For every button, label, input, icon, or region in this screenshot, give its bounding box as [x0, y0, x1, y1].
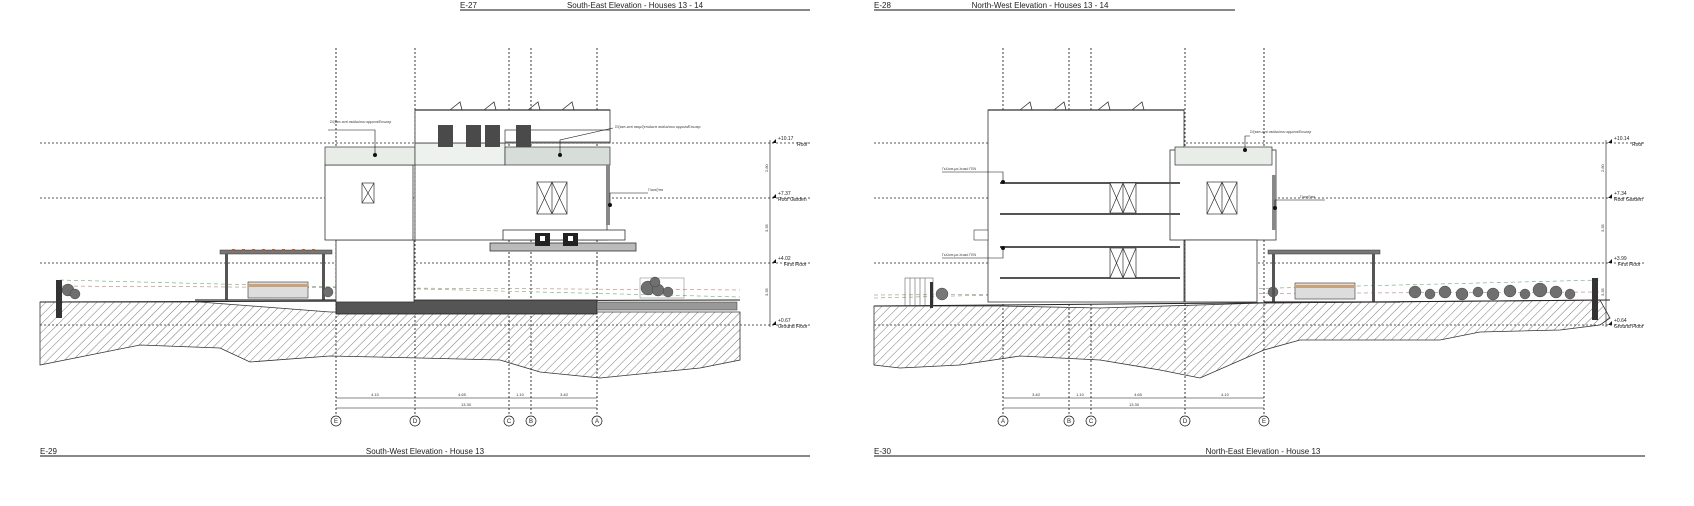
level-marker-roof: +10.14 Roof: [1608, 136, 1643, 148]
svg-text:3.40: 3.40: [1032, 392, 1041, 397]
svg-text:2.80: 2.80: [764, 163, 769, 172]
svg-text:4.65: 4.65: [458, 392, 467, 397]
grid-label: C: [1089, 419, 1094, 425]
svg-text:First Floor: First Floor: [784, 262, 807, 268]
grid-label: B: [529, 419, 533, 425]
svg-text:13.30: 13.30: [1129, 402, 1140, 407]
svg-text:Roof Garden: Roof Garden: [778, 197, 807, 203]
svg-text:First Floor: First Floor: [1618, 262, 1641, 268]
title-bar-e28: E-28 North-West Elevation - Houses 13 - …: [874, 1, 1235, 11]
drawing-title: South-West Elevation - House 13: [366, 447, 485, 456]
title-bar-e29: E-29 South-West Elevation - House 13: [40, 447, 810, 457]
svg-text:Ground Floor: Ground Floor: [1614, 324, 1644, 330]
drawing-code: E-29: [40, 447, 57, 456]
drawing-code: E-30: [874, 447, 891, 456]
svg-text:+3.99: +3.99: [1614, 256, 1627, 262]
annotation-note: Σ/ξεαπ-αντί σκεμ/ξεπολυεπ σκάλα/σου αρμο…: [615, 125, 701, 129]
grid-label: A: [595, 419, 599, 425]
level-marker-roof-garden: +7.34 Roof Garden: [1608, 191, 1643, 203]
level-marker-first-floor: +3.99 First Floor: [1608, 256, 1641, 268]
svg-text:3.35: 3.35: [764, 287, 769, 296]
pergola: [195, 249, 336, 301]
svg-text:+0.64: +0.64: [1614, 318, 1627, 324]
title-bar-e27: E-27 South-East Elevation - Houses 13 - …: [460, 1, 810, 11]
solar-panels: [449, 101, 575, 111]
svg-text:3.35: 3.35: [764, 223, 769, 232]
shrubs-right: [1267, 282, 1576, 301]
svg-text:Roof: Roof: [1632, 142, 1643, 148]
svg-text:+0.67: +0.67: [778, 318, 791, 324]
svg-text:13.30: 13.30: [461, 402, 472, 407]
svg-text:4.10: 4.10: [1221, 392, 1230, 397]
grid-label: E: [1262, 419, 1266, 425]
annotation-note: Σ/ξεαπ-αντί σκάλα/σου αρμονα/Εσωτερ: [330, 120, 391, 124]
level-marker-ground-floor: +0.67 Ground Floor: [772, 318, 808, 330]
svg-text:1.10: 1.10: [516, 392, 525, 397]
drawing-title: South-East Elevation - Houses 13 - 14: [567, 1, 704, 10]
grid-label: D: [413, 419, 418, 425]
level-marker-roof-garden: +7.37 Roof Garden: [772, 191, 807, 203]
annotation-note: Γελλοπ-μα λευκό ΓΕΝ: [942, 253, 977, 257]
svg-text:Roof: Roof: [797, 142, 808, 148]
svg-text:2.80: 2.80: [1600, 163, 1605, 172]
annotation-note: Γελλοπ-μα λευκό ΓΕΝ: [942, 167, 977, 171]
svg-text:3.35: 3.35: [1600, 223, 1605, 232]
right-elevation: Γελλοπ-μα λευκό ΓΕΝ Γελλοπ-μα λευκό ΓΕΝ …: [873, 48, 1645, 427]
annotation-note: Γ/ανεξ/πα: [1300, 195, 1315, 199]
grid-label: A: [1001, 419, 1005, 425]
level-marker-first-floor: +4.02 First Floor: [772, 256, 807, 268]
svg-text:3.35: 3.35: [1600, 287, 1605, 296]
grid-label: B: [1067, 419, 1071, 425]
svg-text:+4.02: +4.02: [778, 256, 791, 262]
annotation-note: Σ/ξεαπ-αντί σκάλα/σου αρμονα/Εσωτερ: [1250, 130, 1311, 134]
drawing-code: E-27: [460, 1, 477, 10]
drawing-code: E-28: [874, 1, 891, 10]
level-marker-ground-floor: +0.64 Ground Floor: [1608, 318, 1644, 330]
svg-text:+10.14: +10.14: [1614, 136, 1630, 142]
pergola: [1264, 249, 1400, 303]
left-elevation: Σ/ξεαπ-αντί σκάλα/σου αρμονα/Εσωτερ Σ/ξε…: [39, 48, 810, 427]
title-bar-e30: E-30 North-East Elevation - House 13: [874, 447, 1645, 457]
svg-text:+7.34: +7.34: [1614, 191, 1627, 197]
windows-left: [361, 181, 568, 215]
svg-text:Roof Garden: Roof Garden: [1614, 197, 1643, 203]
svg-text:4.65: 4.65: [1134, 392, 1143, 397]
shrubs-left: [61, 276, 674, 300]
grid-label: D: [1183, 419, 1188, 425]
grid-label: E: [334, 419, 338, 425]
drawing-title: North-East Elevation - House 13: [1206, 447, 1321, 456]
level-marker-roof: +10.17 Roof: [772, 136, 808, 148]
svg-text:4.10: 4.10: [371, 392, 380, 397]
svg-text:+7.37: +7.37: [778, 191, 791, 197]
windows-right: [1109, 181, 1238, 279]
annotation-note: Γ/ανεξ/πα: [648, 188, 663, 192]
ground-section-hatch: [873, 299, 1611, 379]
drawing-title: North-West Elevation - Houses 13 - 14: [972, 1, 1109, 10]
svg-text:Ground Floor: Ground Floor: [778, 324, 808, 330]
svg-text:1.10: 1.10: [1076, 392, 1085, 397]
grid-label: C: [507, 419, 512, 425]
svg-text:+10.17: +10.17: [778, 136, 794, 142]
svg-text:3.40: 3.40: [560, 392, 569, 397]
